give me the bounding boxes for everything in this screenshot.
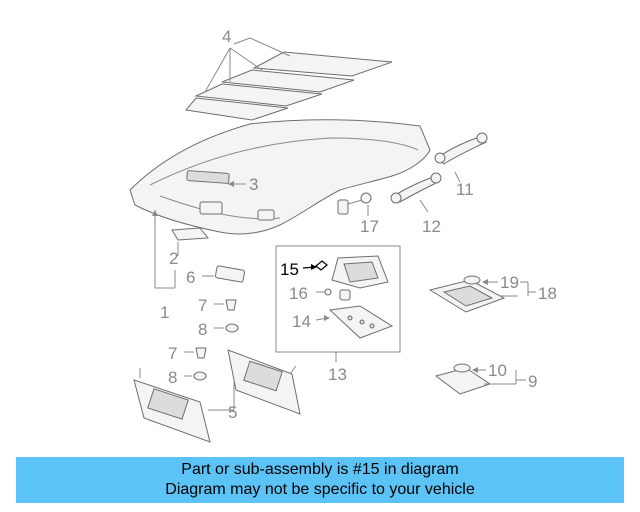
leader-19-18 [482,279,536,297]
leader-15 [302,264,317,270]
leader-4 [204,37,291,93]
leader-1 [152,210,176,289]
part-15-bulb [315,260,328,271]
part-10-bulb [453,363,471,373]
part-8-lower [184,371,207,381]
part-7-upper [214,299,237,311]
part-6 [202,265,246,283]
insulation-pads [185,51,393,121]
leader-10-9 [472,367,526,385]
dome-lamp-18 [428,279,506,313]
assembly-box-13 [275,245,401,353]
leader-12 [419,199,429,213]
callout-8-upper: 8 [198,320,207,339]
callout-1: 1 [160,303,169,322]
callout-3: 3 [249,175,258,194]
part-19-bulb [463,275,481,285]
callout-7-upper: 7 [198,296,207,315]
callout-18: 18 [538,284,557,303]
banner-line-2: Diagram may not be specific to your vehi… [165,481,475,498]
part-2 [171,227,209,256]
part-16-bulb [316,288,351,301]
callout-19: 19 [500,273,519,292]
map-lamp-housing [331,255,389,289]
callout-4: 4 [222,27,231,46]
grab-handle-upper [434,132,488,165]
leader-3 [228,181,246,187]
grab-handle-lower [390,172,442,204]
callout-16: 16 [289,284,308,303]
headliner [129,119,431,235]
callout-5: 5 [228,403,237,422]
leader-11 [454,171,461,183]
callout-13: 13 [328,365,347,384]
callout-8-lower: 8 [168,368,177,387]
callout-14: 14 [292,312,311,331]
sun-visor-left [133,368,211,443]
part-17 [337,192,372,216]
callout-11: 11 [456,180,474,199]
callout-10: 10 [488,361,507,380]
callout-7-lower: 7 [168,344,177,363]
part-7-lower [184,347,207,359]
banner-line-1: Part or sub-assembly is #15 in diagram [181,461,459,478]
callout-17: 17 [360,217,379,236]
callout-15: 15 [280,260,299,279]
callout-2: 2 [169,249,178,268]
sun-visor-right [227,349,301,415]
callout-12: 12 [422,217,441,236]
part-14-lens [328,305,394,339]
leader-14 [315,315,330,321]
part-8-upper [214,323,239,333]
leader-5 [208,382,235,411]
callout-9: 9 [528,372,537,391]
info-banner: Part or sub-assembly is #15 in diagram D… [16,457,624,503]
callout-6: 6 [186,268,195,287]
